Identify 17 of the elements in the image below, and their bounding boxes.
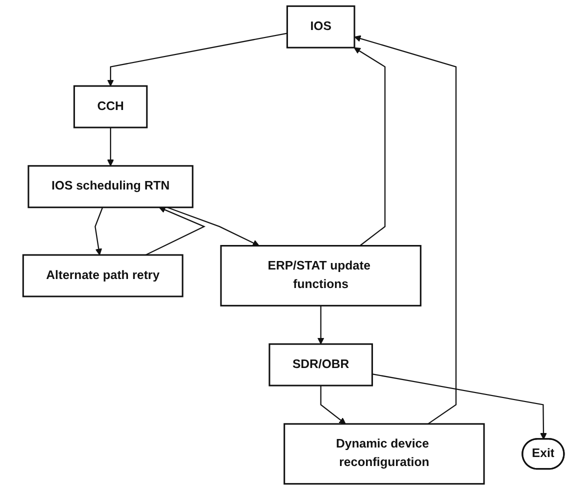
node-box: CCH — [73, 85, 148, 128]
arrow — [166, 206, 260, 246]
arrow — [317, 306, 324, 344]
node-box: IOS — [286, 5, 356, 48]
arrow — [94, 207, 104, 256]
node-box: Alternate path retry — [22, 254, 184, 298]
node-box: Dynamic device reconfiguration — [284, 423, 485, 485]
arrow — [320, 386, 346, 424]
node-box: SDR/OBR — [268, 343, 373, 386]
arrow — [145, 206, 206, 256]
arrow — [354, 35, 457, 424]
arrow — [107, 128, 114, 166]
arrow — [372, 373, 547, 440]
node-box: IOS scheduling RTN — [28, 165, 194, 208]
node-box: ERP/STAT update functions — [220, 245, 422, 306]
arrow — [354, 47, 386, 246]
arrow — [107, 32, 288, 86]
